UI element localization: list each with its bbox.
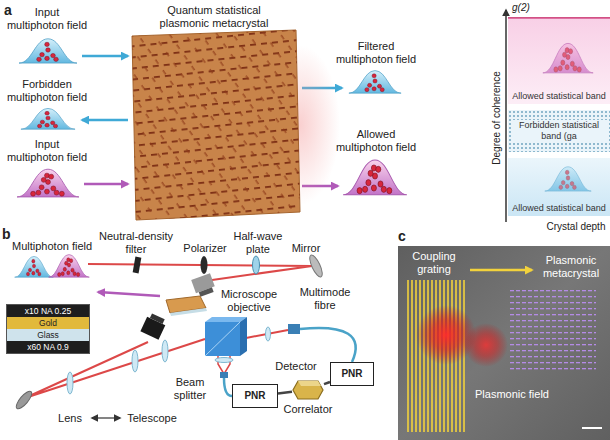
band-label: Allowed statistical band xyxy=(512,203,606,214)
setup-label: Beam splitter xyxy=(168,376,212,402)
sem-image xyxy=(582,427,602,429)
correlator-hexagon xyxy=(298,381,321,386)
optical-elements xyxy=(92,417,120,418)
pnr-detector: PNR xyxy=(330,362,374,386)
optical-elements xyxy=(140,312,167,339)
optical-elements xyxy=(191,273,216,298)
setup-beam xyxy=(49,255,90,278)
sem-image xyxy=(398,246,610,440)
axis-label: Degree of coherence xyxy=(491,68,503,168)
sem-image xyxy=(464,323,508,367)
input-field-icons xyxy=(19,39,77,63)
field-arrows xyxy=(82,55,128,58)
optical-elements xyxy=(67,372,73,394)
field-label: Input multiphoton field xyxy=(6,138,88,164)
optical-elements xyxy=(162,340,168,362)
setup-label: Detector xyxy=(272,360,320,373)
correlator-label: Correlator xyxy=(284,403,333,416)
optical-elements xyxy=(224,378,232,396)
optical-elements xyxy=(14,389,34,411)
panel-letter: a xyxy=(4,2,18,18)
field-label: Input multiphoton field xyxy=(6,6,88,32)
optical-elements xyxy=(132,350,138,372)
pnr-detector: PNR xyxy=(232,384,278,408)
allowed-band: Allowed statistical band xyxy=(508,18,610,104)
optical-elements xyxy=(150,313,165,323)
setup-label: Multiphoton field xyxy=(12,240,96,253)
coherence-chart xyxy=(506,10,610,222)
optical-elements xyxy=(300,328,356,362)
coherence-chart xyxy=(505,10,507,222)
optical-elements xyxy=(199,287,214,296)
objective-spec: x60 NA 0.9 xyxy=(7,341,89,353)
forbidden-band: Forbidden statistical band (ga xyxy=(508,110,610,152)
panel-letter: c xyxy=(398,228,412,244)
image-label: Coupling grating xyxy=(406,250,462,276)
setup-beam xyxy=(15,256,54,277)
sem-image xyxy=(470,269,532,272)
optical-elements xyxy=(170,308,207,316)
metacrystal xyxy=(132,30,300,220)
metacrystal xyxy=(132,30,300,220)
input-field-icons xyxy=(17,39,79,197)
layer-label: Gold xyxy=(7,317,89,329)
metacrystal xyxy=(132,30,300,220)
optical-elements xyxy=(205,322,240,356)
sem-image xyxy=(508,290,596,374)
setup-label: Microscope objective xyxy=(218,288,280,314)
optical-elements xyxy=(205,317,247,322)
optical-elements xyxy=(253,256,260,274)
detector-label: PNR xyxy=(341,368,362,380)
setup-label: Multimode fibre xyxy=(296,286,354,312)
setup-label: Half-wave plate xyxy=(230,230,286,256)
field-label: Allowed multiphoton field xyxy=(330,128,422,154)
optical-elements xyxy=(205,322,240,356)
image-label: Plasmonic metacrystal xyxy=(538,254,604,280)
optical-elements xyxy=(215,358,233,363)
band-label: Allowed statistical band xyxy=(512,91,606,102)
correlator-cable xyxy=(278,392,292,394)
image-label: Plasmonic field xyxy=(472,388,552,401)
axis-label: Crystal depth xyxy=(544,221,608,233)
setup-label: Telescope xyxy=(124,412,180,425)
correlator-hexagon xyxy=(292,380,324,400)
layer-label: Glass xyxy=(7,329,89,341)
panel-letter: b xyxy=(2,226,16,242)
detector-label: PNR xyxy=(244,390,265,402)
optical-elements xyxy=(220,372,228,378)
optical-elements xyxy=(98,292,160,296)
output-field-icons xyxy=(343,160,407,195)
setup-label: Neutral-density filter xyxy=(96,230,176,256)
objective-inset: x10 NA 0.25GoldGlassx60 NA 0.9 xyxy=(6,304,90,354)
correlator: Correlator xyxy=(292,380,324,400)
input-field-icons xyxy=(21,108,75,129)
optical-elements xyxy=(133,257,142,274)
input-field-icons xyxy=(17,169,79,197)
setup-label: Mirror xyxy=(290,242,322,255)
objective-spec: x10 NA 0.25 xyxy=(7,305,89,317)
optical-elements xyxy=(201,256,208,274)
band-label: Forbidden statistical band (ga xyxy=(511,120,607,142)
axis-label: g(2) xyxy=(512,2,546,14)
correlator-hexagon xyxy=(293,381,323,399)
field-label: Forbidden multiphoton field xyxy=(6,78,88,104)
field-label: Filtered multiphoton field xyxy=(330,40,422,66)
optical-elements xyxy=(307,253,324,278)
field-arrows xyxy=(82,119,128,122)
setup-label: Lens xyxy=(56,412,84,425)
optical-elements xyxy=(240,317,247,356)
output-field-icons xyxy=(349,71,401,94)
allowed-band: Allowed statistical band xyxy=(508,158,610,216)
optical-elements xyxy=(266,327,271,341)
setup-label: Polarizer xyxy=(182,242,228,255)
field-arrows xyxy=(84,183,128,186)
optical-elements xyxy=(288,324,300,334)
sem-image xyxy=(398,246,610,440)
crystal-title: Quantum statistical plasmonic metacrysta… xyxy=(151,4,277,30)
metacrystal xyxy=(132,30,340,220)
